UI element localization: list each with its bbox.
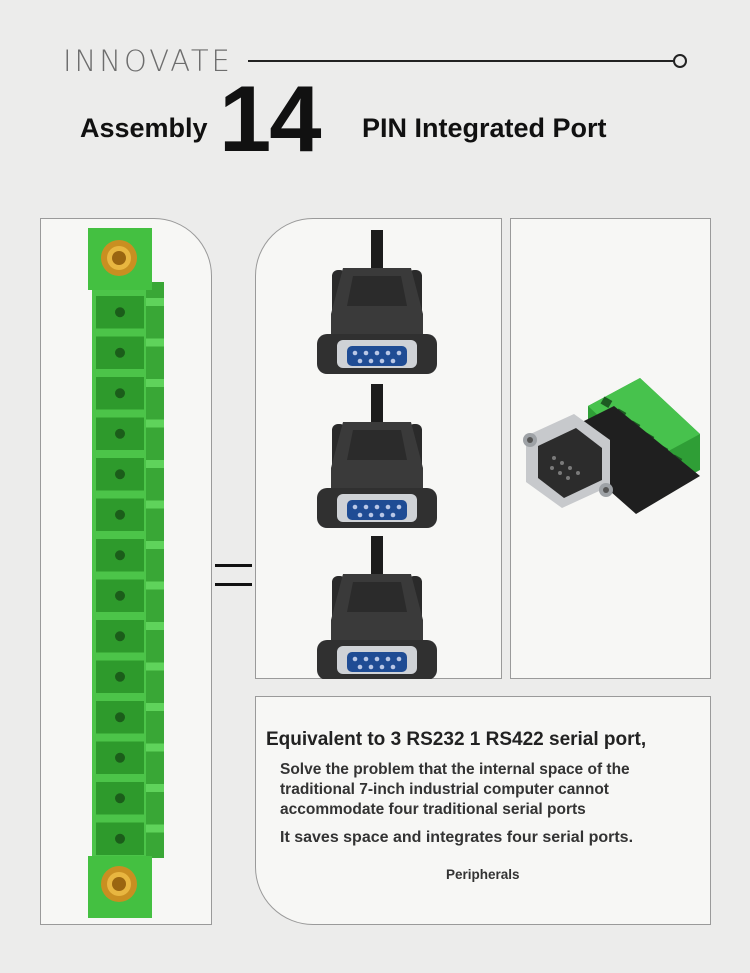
terminal-pin-fin [145, 824, 164, 832]
terminal-pin-fin [145, 540, 164, 549]
equals-sign-top [215, 564, 252, 567]
terminal-pin-fin [145, 297, 164, 306]
terminal-pin-hole [114, 306, 125, 317]
description-footer: Peripherals [446, 867, 520, 882]
terminal-pin-fin [145, 743, 164, 751]
terminal-pin-hole [114, 630, 125, 641]
description-panel [255, 696, 711, 925]
brand-divider-line [248, 60, 674, 62]
title-suffix: PIN Integrated Port [362, 113, 607, 143]
terminal-pin-fin [145, 621, 164, 630]
terminal-pin-fin [145, 419, 164, 427]
title-number: 14 [219, 66, 322, 171]
terminal-block-panel [40, 218, 212, 925]
terminal-pin-hole [114, 792, 125, 803]
description-line-1: Solve the problem that the internal spac… [280, 761, 630, 778]
terminal-pin-hole [114, 833, 125, 844]
terminal-pin-hole [114, 428, 125, 439]
equals-sign-bottom [215, 583, 252, 586]
terminal-pin-hole [114, 671, 125, 682]
terminal-pin-hole [114, 590, 125, 601]
terminal-pin-hole [114, 509, 125, 520]
description-line-3: accommodate four traditional serial port… [280, 801, 586, 818]
serial-connectors-panel [255, 218, 502, 679]
db9-terminal-adapter-image [522, 377, 700, 514]
brand-divider-dot [673, 54, 687, 68]
terminal-pin-hole [114, 468, 125, 479]
title-prefix: Assembly [80, 113, 208, 143]
terminal-block-image [87, 227, 164, 918]
terminal-pin-fin [145, 459, 164, 468]
terminal-pin-hole [114, 711, 125, 722]
terminal-adapter-panel [510, 218, 711, 679]
terminal-pin-fin [145, 662, 164, 670]
description-heading: Equivalent to 3 RS232 1 RS422 serial por… [266, 729, 647, 750]
terminal-pin-hole [114, 752, 125, 763]
terminal-pin-fin [145, 783, 164, 792]
terminal-pin-hole [114, 347, 125, 358]
terminal-pin-fin [145, 581, 164, 589]
terminal-pin-hole [114, 387, 125, 398]
terminal-pin-hole [114, 549, 125, 560]
description-line-2: traditional 7-inch industrial computer c… [280, 781, 609, 798]
description-line-4: It saves space and integrates four seria… [280, 829, 634, 846]
brand-text: INNOVATE [63, 44, 233, 78]
terminal-pin-fin [145, 500, 164, 508]
db9-connectors-image [316, 229, 437, 679]
terminal-pin-fin [145, 338, 164, 346]
terminal-pin-fin [145, 378, 164, 387]
terminal-pin-fin [145, 702, 164, 711]
